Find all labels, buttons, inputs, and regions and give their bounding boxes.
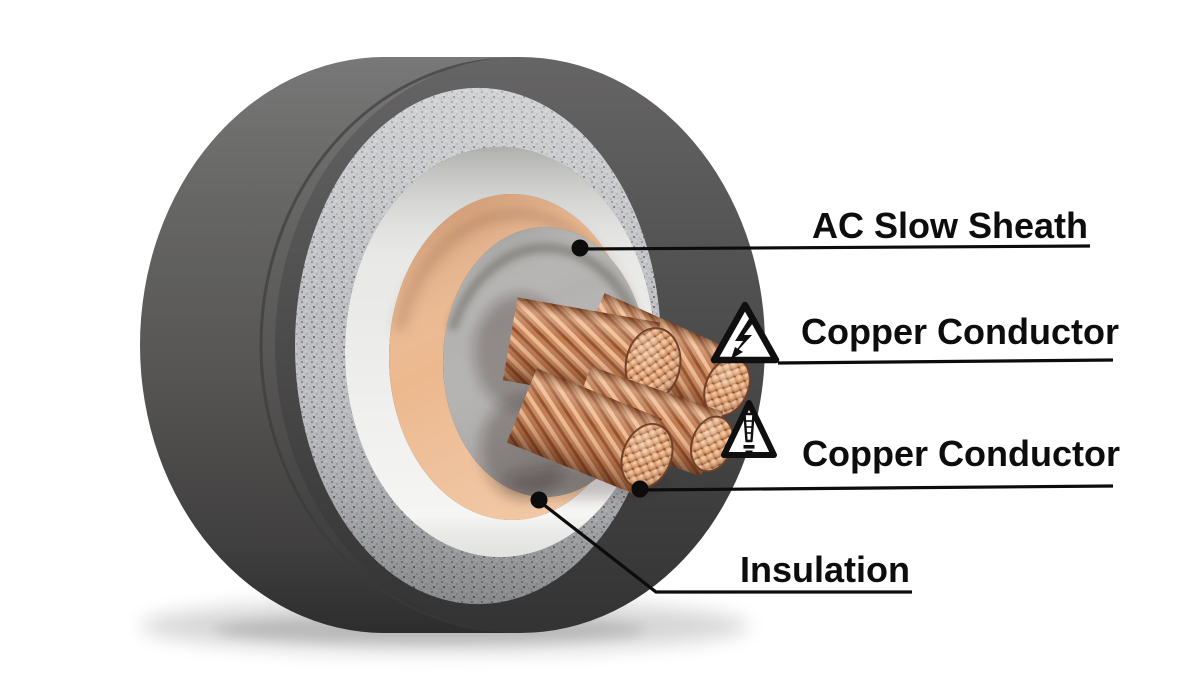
- copper-conductor-lower-front: [506, 368, 674, 494]
- leader-line-conductor-bottom: [639, 484, 1114, 492]
- label-copper-conductor-top: Copper Conductor: [801, 311, 1119, 352]
- leader-dot-sheath: [571, 239, 589, 257]
- leader-dot-insulation: [530, 491, 548, 509]
- leader-line-sheath: [579, 244, 1091, 251]
- label-ac-slow-sheath: AC Slow Sheath: [812, 205, 1089, 246]
- label-copper-conductor-bottom: Copper Conductor: [802, 433, 1120, 474]
- label-insulation: Insulation: [740, 549, 910, 590]
- leader-dot-conductor-bottom: [631, 480, 649, 498]
- leader-line-insulation: [538, 499, 912, 594]
- general-warning-icon: [721, 400, 777, 458]
- leader-line-conductor-top: [777, 358, 1114, 365]
- electric-shock-warning-icon: [710, 301, 780, 364]
